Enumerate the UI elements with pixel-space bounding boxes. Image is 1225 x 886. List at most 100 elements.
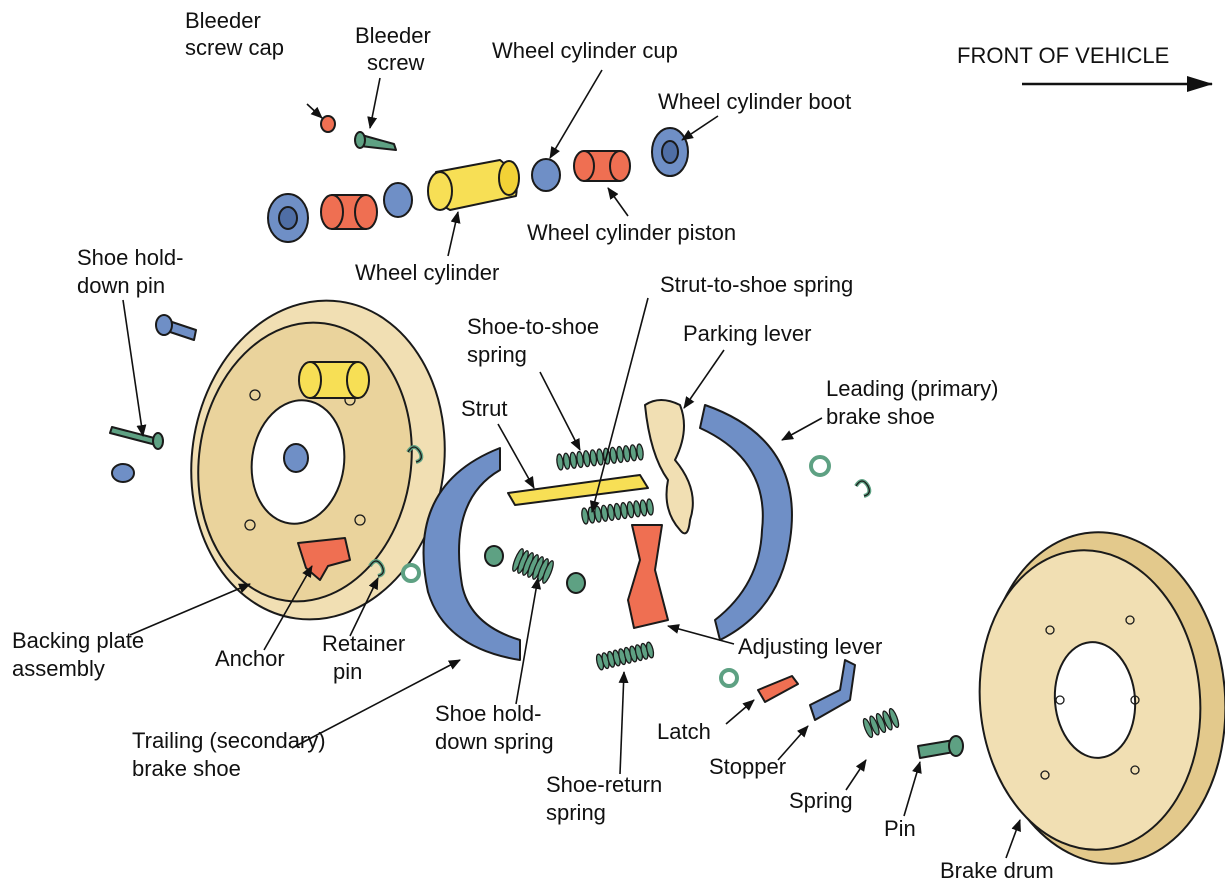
leader-shoe-hold-down-pin (123, 300, 143, 436)
label-shoe-hold-down-spring-line2: down spring (435, 729, 554, 754)
leader-wheel-cylinder (448, 212, 458, 256)
leader-bleeder-screw (370, 78, 380, 128)
label-shoe-hold-down-pin-line1: Shoe hold- (77, 245, 183, 270)
right-cup-icon (532, 159, 560, 191)
label-bleeder-screw: Bleeder screw (355, 23, 437, 75)
label-shoe-hold-down-spring: Shoe hold- down spring (435, 701, 554, 754)
pin-head (949, 736, 963, 756)
plate-wheel-cylinder-face (299, 362, 321, 398)
shoe-to-shoe-spring-coil (563, 453, 571, 470)
shoe-to-shoe-spring-coil (569, 452, 577, 469)
shoe-to-shoe-spring-coil (556, 454, 564, 471)
left-boot-hole (279, 207, 297, 229)
label-wheel-cylinder-piston: Wheel cylinder piston (527, 220, 736, 245)
leading-washer (811, 457, 829, 475)
label-wheel-cylinder-cup: Wheel cylinder cup (492, 38, 678, 63)
leader-pin (904, 762, 920, 816)
label-backing-plate-assembly-line2: assembly (12, 656, 105, 681)
label-anchor: Anchor (215, 646, 285, 671)
label-bleeder-screw-line2: screw (367, 50, 425, 75)
label-brake-drum: Brake drum (940, 858, 1054, 883)
retainer-washer (403, 565, 419, 581)
right-piston-icon-face (574, 151, 594, 181)
label-pin: Pin (884, 816, 916, 841)
leading-brake-shoe-icon (700, 405, 869, 640)
label-stopper: Stopper (709, 754, 786, 779)
backing-plate-icon (171, 284, 465, 636)
hold-down-cup-icon (112, 464, 134, 482)
plate-wheel-cylinder-end (347, 362, 369, 398)
label-shoe-return-spring-line1: Shoe-return (546, 772, 662, 797)
label-wheel-cylinder-boot: Wheel cylinder boot (658, 89, 851, 114)
wheel-cylinder-face (428, 172, 452, 210)
bleeder-cap-icon (321, 116, 335, 132)
leading-shoe-lining (700, 405, 792, 640)
latch-washer (721, 670, 737, 686)
label-spring: Spring (789, 788, 853, 813)
leader-parking-lever (684, 350, 724, 408)
label-bleeder-screw-cap: Bleeder screw cap (185, 8, 284, 60)
label-trailing-brake-shoe: Trailing (secondary) brake shoe (132, 728, 332, 781)
label-shoe-hold-down-pin: Shoe hold- down pin (77, 245, 190, 298)
label-leading-brake-shoe: Leading (primary) brake shoe (826, 376, 1005, 429)
label-retainer-pin-line2: pin (333, 659, 362, 684)
hold-down-cup-left (485, 546, 503, 566)
leader-bleeder-cap (307, 104, 322, 118)
label-retainer-pin-line1: Retainer (322, 631, 405, 656)
label-retainer-pin: Retainer pin (322, 631, 411, 684)
label-bleeder-screw-cap-line2: screw cap (185, 35, 284, 60)
leader-latch (726, 700, 754, 724)
shoe-to-shoe-spring-coil (576, 451, 584, 468)
adjusting-lever-icon (628, 525, 668, 628)
latch-icon (758, 676, 798, 702)
label-shoe-to-shoe-spring-line2: spring (467, 342, 527, 367)
bleeder-screw-head (355, 132, 365, 148)
shoe-to-shoe-spring-coil (589, 450, 597, 467)
label-leading-brake-shoe-line2: brake shoe (826, 404, 935, 429)
stopper-icon (810, 660, 855, 720)
left-piston-icon-end (355, 195, 377, 229)
label-bleeder-screw-cap-line1: Bleeder (185, 8, 261, 33)
label-shoe-hold-down-pin-line2: down pin (77, 273, 165, 298)
leader-spring (846, 760, 866, 790)
leader-brake-drum (1006, 820, 1020, 858)
label-bleeder-screw-line1: Bleeder (355, 23, 431, 48)
label-shoe-to-shoe-spring-line1: Shoe-to-shoe (467, 314, 599, 339)
shoe-hold-down-spring-icon (485, 546, 585, 593)
right-piston-icon-end (610, 151, 630, 181)
left-cup-icon (384, 183, 412, 217)
label-leading-brake-shoe-line1: Leading (primary) (826, 376, 998, 401)
label-backing-plate-assembly: Backing plate assembly (12, 628, 150, 681)
label-shoe-return-spring-line2: spring (546, 800, 606, 825)
shoe-to-shoe-spring-coil (609, 447, 617, 464)
label-trailing-brake-shoe-line1: Trailing (secondary) (132, 728, 326, 753)
label-strut: Strut (461, 396, 507, 421)
label-shoe-hold-down-spring-line1: Shoe hold- (435, 701, 541, 726)
front-of-vehicle-label: FRONT OF VEHICLE (957, 43, 1169, 68)
leader-shoe-to-shoe-spring (540, 372, 580, 450)
hold-down-pin-top-head (156, 315, 172, 335)
shoe-to-shoe-spring-coil (623, 445, 631, 462)
leader-shoe-return-spring (620, 672, 624, 774)
backing-plate-nut (284, 444, 308, 472)
label-strut-to-shoe-spring: Strut-to-shoe spring (660, 272, 853, 297)
hold-down-cup-right (567, 573, 585, 593)
leader-strut (498, 424, 534, 488)
label-latch: Latch (657, 719, 711, 744)
leader-wheel-cylinder-boot (682, 116, 718, 140)
leader-wheel-cylinder-piston (608, 188, 628, 216)
label-trailing-brake-shoe-line2: brake shoe (132, 756, 241, 781)
brake-drum-icon (967, 522, 1225, 874)
label-parking-lever: Parking lever (683, 321, 811, 346)
shoe-to-shoe-spring-coil (616, 446, 624, 463)
label-backing-plate-assembly-line1: Backing plate (12, 628, 144, 653)
left-small-parts (110, 315, 196, 482)
label-adjusting-lever: Adjusting lever (738, 634, 882, 659)
leader-wheel-cylinder-cup (550, 70, 602, 158)
label-shoe-return-spring: Shoe-return spring (546, 772, 668, 825)
shoe-to-shoe-spring-coil (636, 444, 644, 461)
shoe-to-shoe-spring-coil (583, 450, 591, 467)
left-piston-icon-face (321, 195, 343, 229)
adjuster-small-parts (721, 660, 963, 758)
